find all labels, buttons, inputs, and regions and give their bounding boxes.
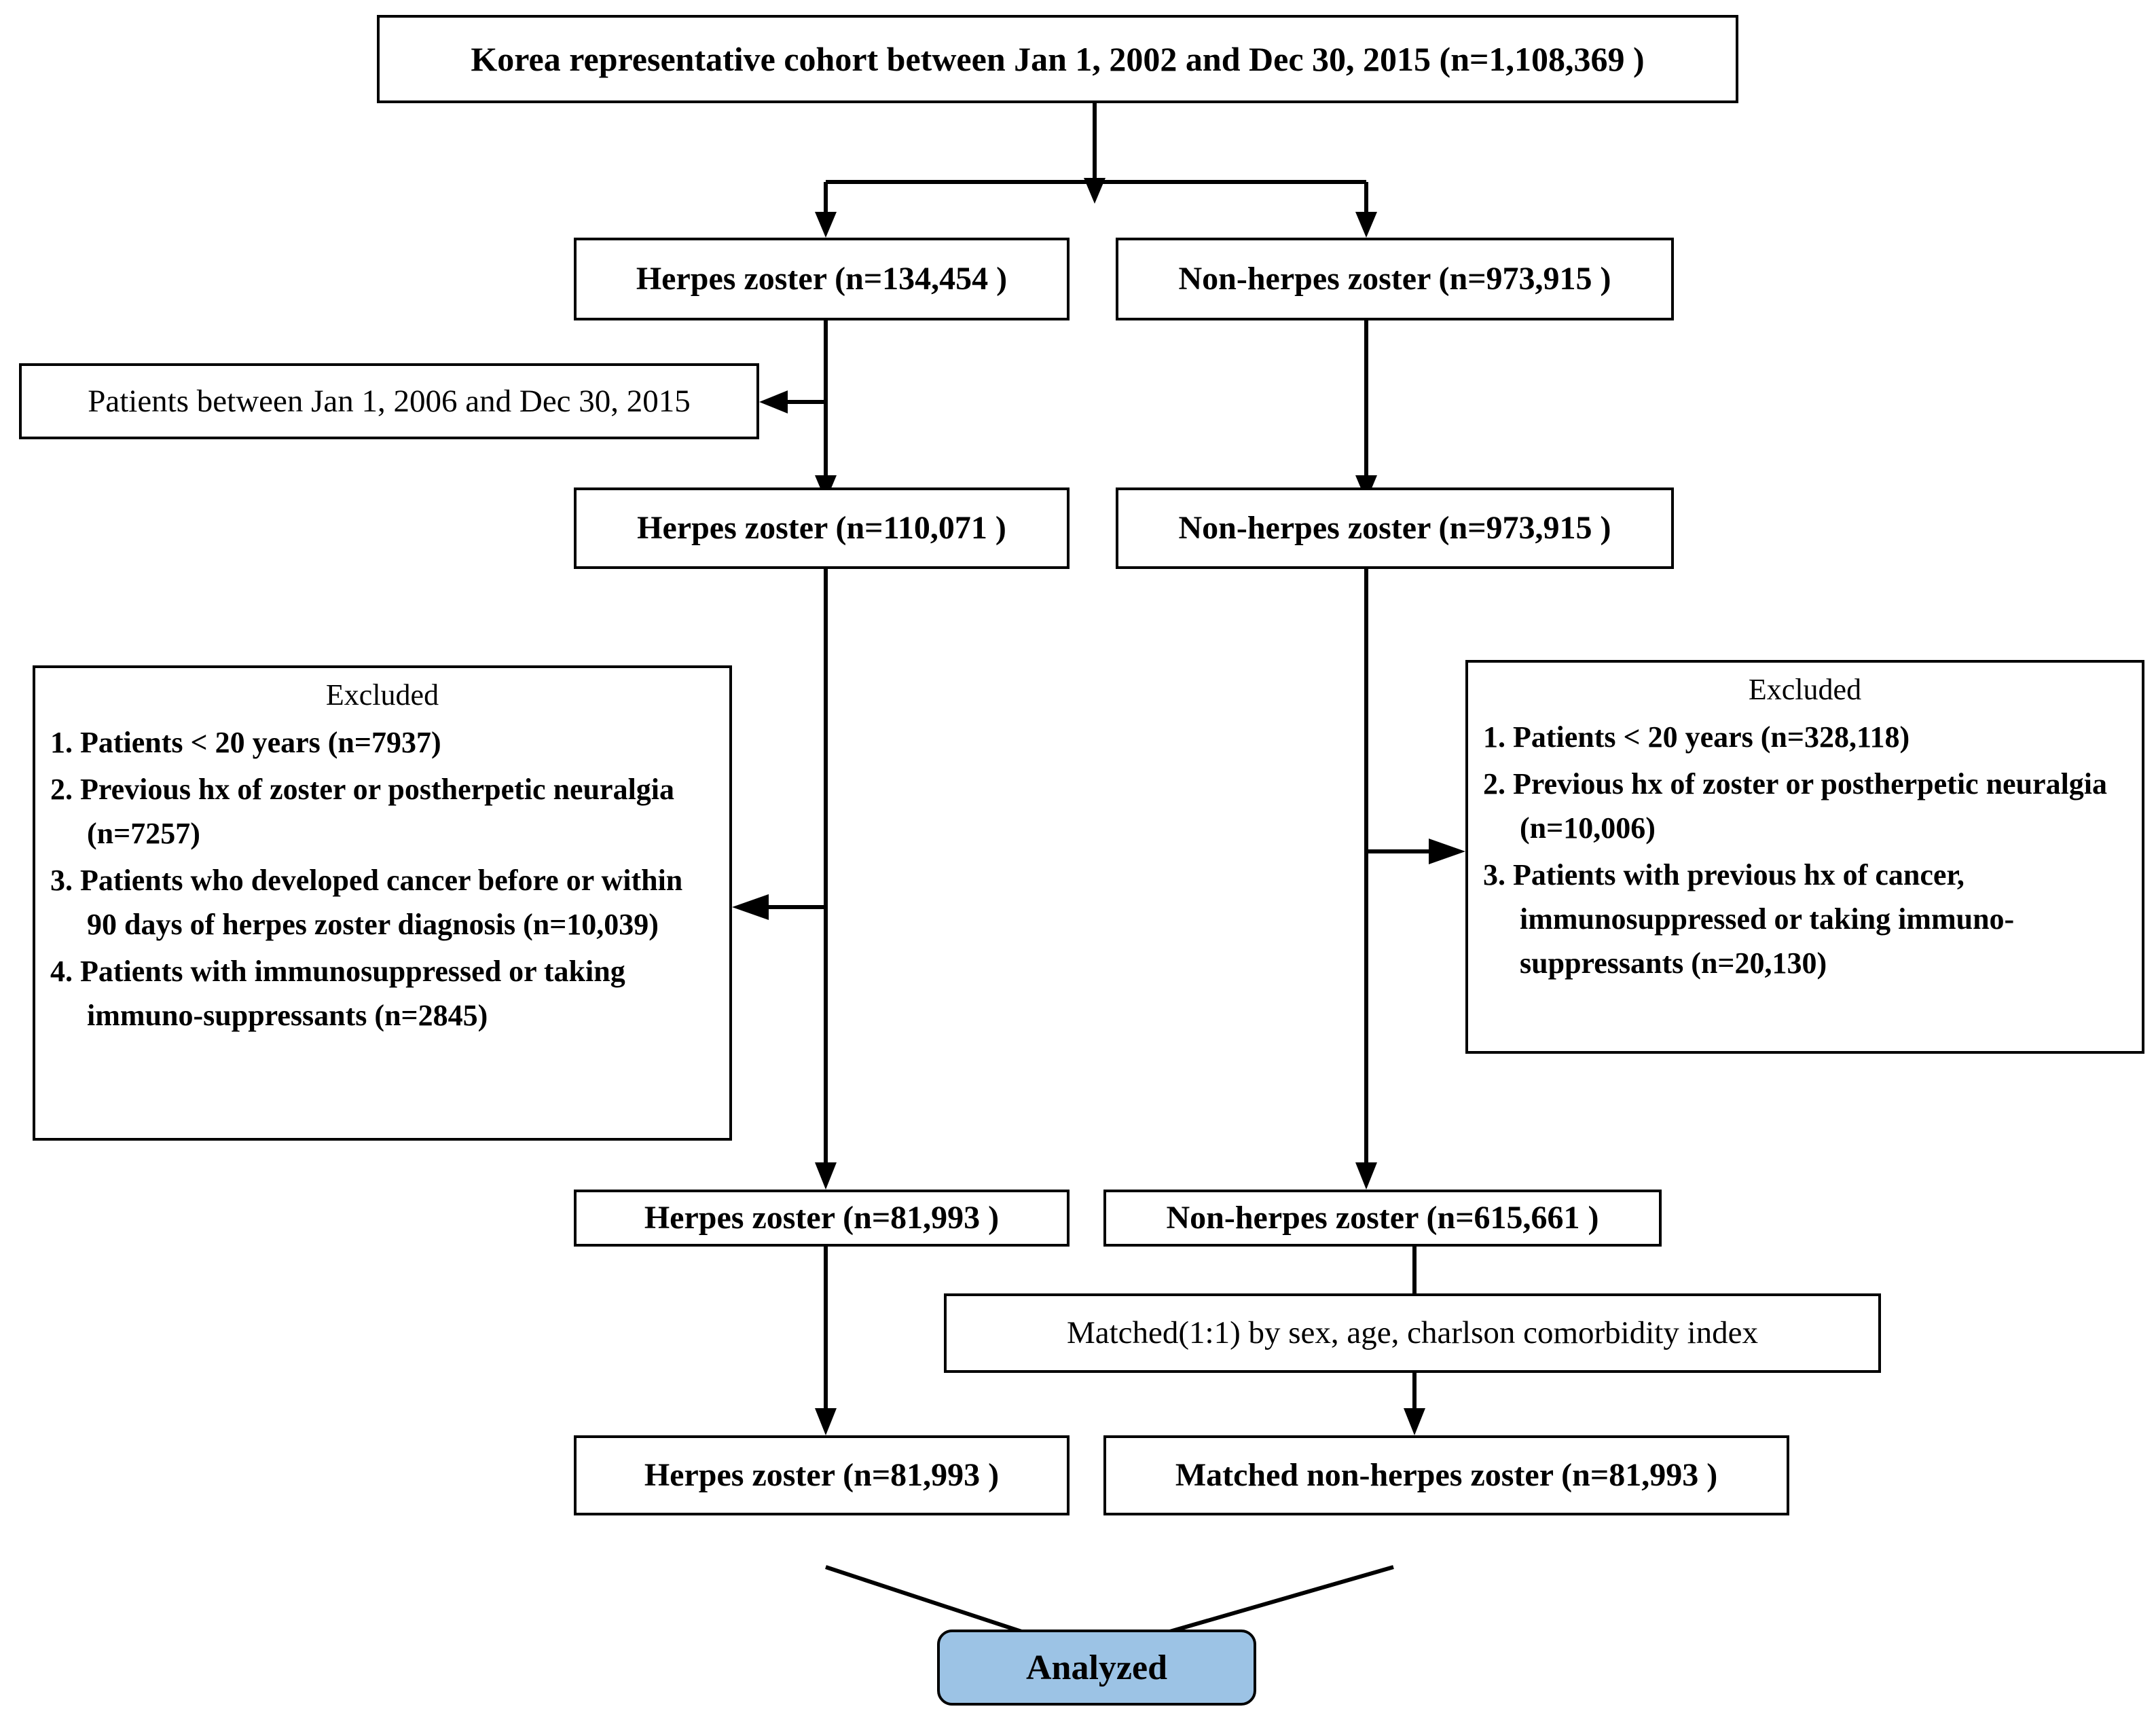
node-herpes-zoster-2: Herpes zoster (n=110,071 ) xyxy=(574,487,1070,569)
node-matched-criteria-label: Matched(1:1) by sex, age, charlson comor… xyxy=(1066,1315,1759,1351)
node-matched-criteria: Matched(1:1) by sex, age, charlson comor… xyxy=(944,1293,1881,1373)
excluded-left-item-4: 4. Patients with immunosuppressed or tak… xyxy=(50,955,625,1033)
node-non-herpes-zoster-1-label: Non-herpes zoster (n=973,915 ) xyxy=(1178,261,1611,297)
node-cohort: Korea representative cohort between Jan … xyxy=(377,15,1738,103)
excluded-left-item-3: 3. Patients who developed cancer before … xyxy=(50,864,683,942)
node-herpes-zoster-2-label: Herpes zoster (n=110,071 ) xyxy=(637,510,1006,547)
node-non-herpes-zoster-3-label: Non-herpes zoster (n=615,661 ) xyxy=(1166,1200,1599,1236)
node-analyzed-label: Analyzed xyxy=(1026,1648,1167,1687)
node-non-herpes-zoster-1: Non-herpes zoster (n=973,915 ) xyxy=(1116,238,1674,320)
node-study-period: Patients between Jan 1, 2006 and Dec 30,… xyxy=(19,363,759,439)
excluded-left-item-1: 1. Patients < 20 years (n=7937) xyxy=(50,725,441,759)
excluded-right-item-1: 1. Patients < 20 years (n=328,118) xyxy=(1483,720,1910,754)
excluded-box-right: Excluded 1. Patients < 20 years (n=328,1… xyxy=(1465,660,2144,1054)
node-herpes-zoster-3-label: Herpes zoster (n=81,993 ) xyxy=(644,1200,1000,1236)
excluded-right-list: 1. Patients < 20 years (n=328,118) 2. Pr… xyxy=(1483,715,2127,989)
excluded-right-title: Excluded xyxy=(1748,673,1862,706)
node-cohort-label: Korea representative cohort between Jan … xyxy=(471,40,1645,78)
node-herpes-zoster-3: Herpes zoster (n=81,993 ) xyxy=(574,1190,1070,1247)
node-matched-non-herpes-zoster-4-label: Matched non-herpes zoster (n=81,993 ) xyxy=(1175,1457,1718,1494)
node-analyzed: Analyzed xyxy=(937,1630,1256,1706)
node-herpes-zoster-4-label: Herpes zoster (n=81,993 ) xyxy=(644,1457,1000,1494)
excluded-left-title: Excluded xyxy=(325,678,439,712)
node-study-period-label: Patients between Jan 1, 2006 and Dec 30,… xyxy=(88,383,691,419)
node-herpes-zoster-1-label: Herpes zoster (n=134,454 ) xyxy=(636,261,1008,297)
node-matched-non-herpes-zoster-4: Matched non-herpes zoster (n=81,993 ) xyxy=(1103,1435,1789,1515)
node-non-herpes-zoster-2-label: Non-herpes zoster (n=973,915 ) xyxy=(1178,510,1611,547)
node-herpes-zoster-4: Herpes zoster (n=81,993 ) xyxy=(574,1435,1070,1515)
excluded-left-list: 1. Patients < 20 years (n=7937) 2. Previ… xyxy=(50,720,714,1041)
excluded-left-item-2: 2. Previous hx of zoster or postherpetic… xyxy=(50,772,675,851)
node-non-herpes-zoster-3: Non-herpes zoster (n=615,661 ) xyxy=(1103,1190,1662,1247)
excluded-right-item-2: 2. Previous hx of zoster or postherpetic… xyxy=(1483,767,2108,845)
node-herpes-zoster-1: Herpes zoster (n=134,454 ) xyxy=(574,238,1070,320)
node-non-herpes-zoster-2: Non-herpes zoster (n=973,915 ) xyxy=(1116,487,1674,569)
excluded-box-left: Excluded 1. Patients < 20 years (n=7937)… xyxy=(33,665,732,1141)
excluded-right-item-3: 3. Patients with previous hx of cancer, … xyxy=(1483,858,2015,980)
